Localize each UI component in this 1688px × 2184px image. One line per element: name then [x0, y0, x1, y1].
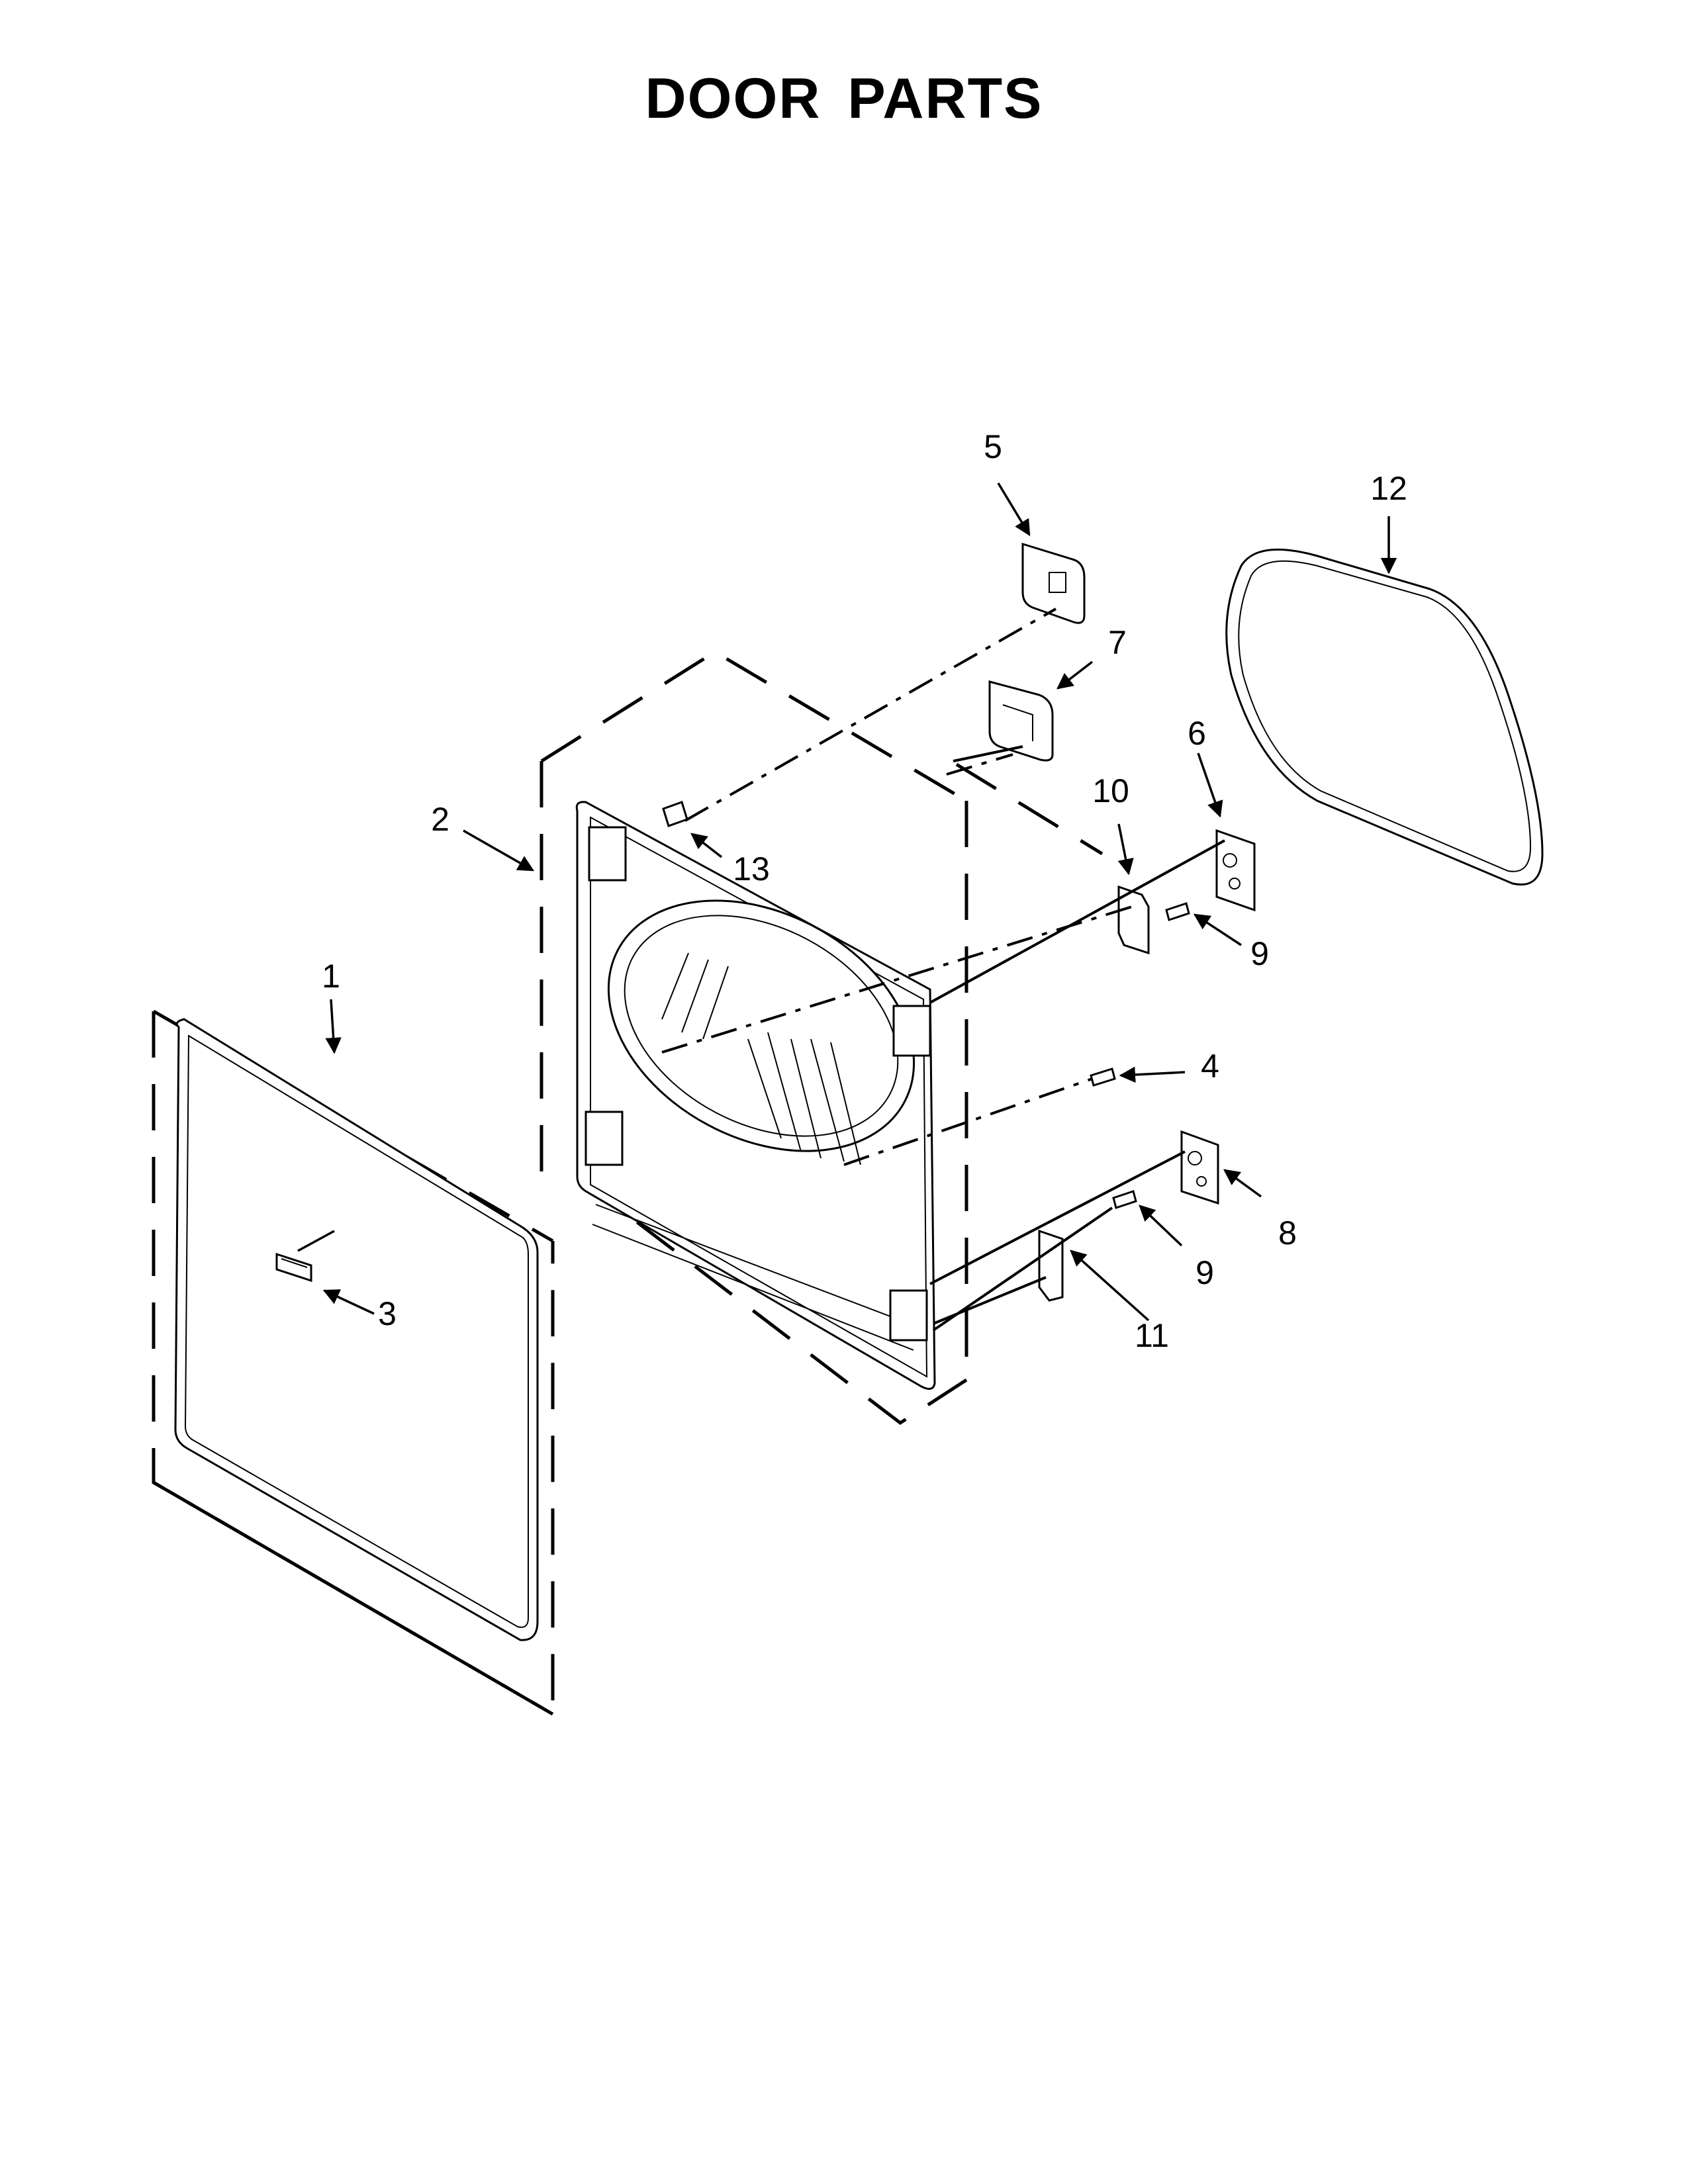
callout-9-lower: 9 — [1196, 1254, 1214, 1291]
callout-1: 1 — [322, 958, 340, 995]
leader-1 — [325, 999, 342, 1054]
hinge-screw-upper — [1165, 902, 1242, 946]
hinge-cover — [988, 660, 1094, 762]
callout-4: 4 — [1201, 1048, 1219, 1085]
callout-8: 8 — [1278, 1214, 1297, 1251]
hinge-screw-lower — [1112, 1190, 1183, 1247]
callout-9-upper: 9 — [1250, 935, 1269, 972]
inner-door — [539, 650, 968, 1426]
page-title: DOOR PARTS — [645, 67, 1043, 130]
callout-7: 7 — [1108, 624, 1127, 661]
callout-2: 2 — [431, 801, 449, 838]
hinge-plate-lower — [1180, 1130, 1262, 1205]
assembly-lines — [661, 608, 1225, 1332]
callout-6: 6 — [1188, 715, 1206, 752]
door-hinge — [1117, 823, 1150, 955]
leader-2 — [463, 829, 535, 872]
hinge-plate-upper — [1197, 752, 1256, 912]
lower-hinge — [1038, 1229, 1150, 1322]
callout-5: 5 — [984, 428, 1002, 465]
door-screw — [1090, 1066, 1186, 1087]
callout-3: 3 — [378, 1295, 397, 1332]
callout-11: 11 — [1135, 1317, 1169, 1354]
leader-3 — [322, 1289, 375, 1315]
outer-door-panel — [152, 1009, 555, 1717]
badge — [275, 1230, 335, 1283]
callout-13: 13 — [733, 850, 770, 887]
callout-10: 10 — [1092, 772, 1129, 809]
hinge-bracket-top — [997, 482, 1086, 624]
callout-12: 12 — [1370, 470, 1407, 507]
door-seal — [1225, 516, 1544, 886]
